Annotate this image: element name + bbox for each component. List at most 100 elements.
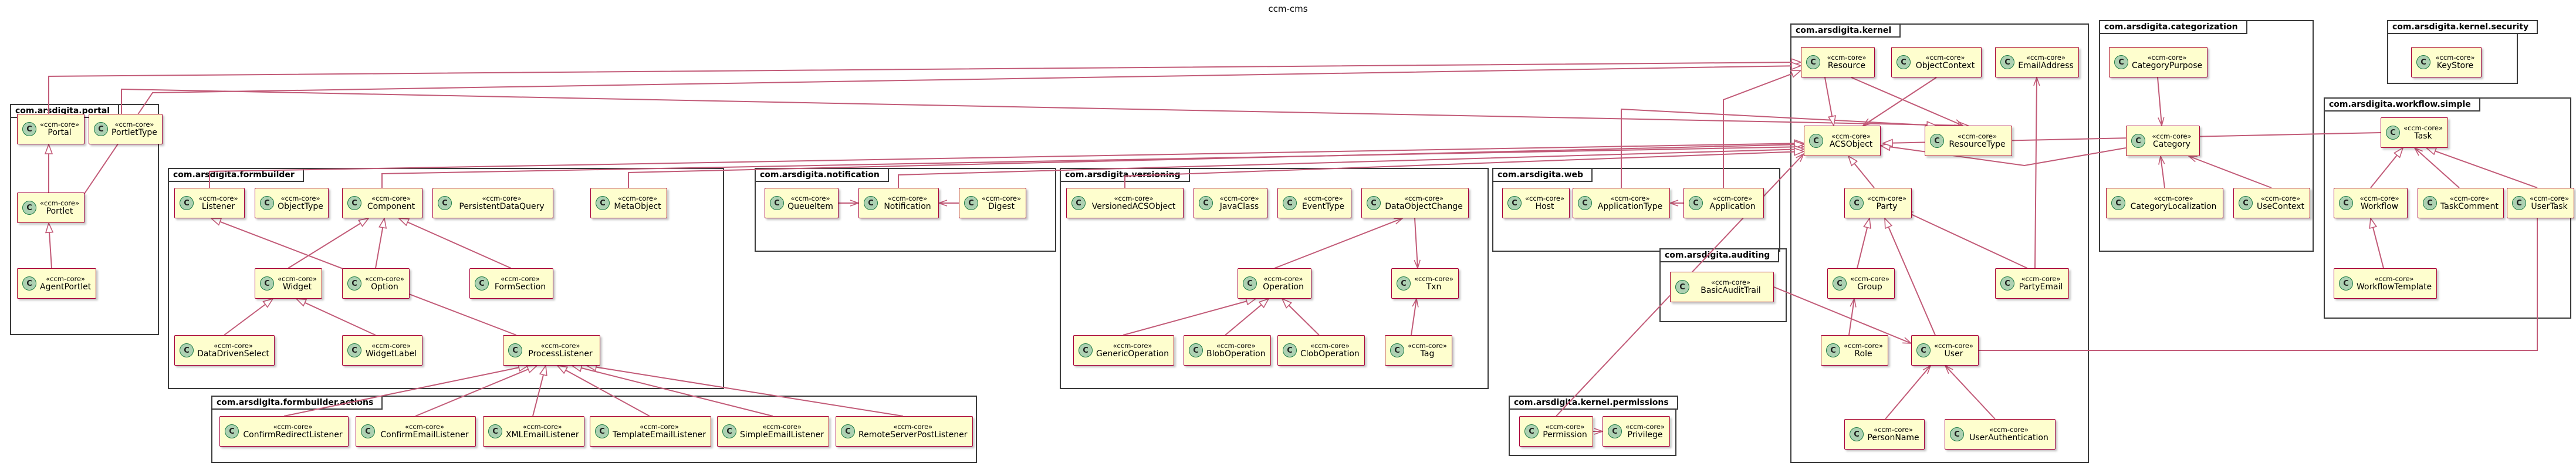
- class-BlobOperation: C«ccm-core»BlobOperation: [1184, 335, 1271, 366]
- class-text: «ccm-core»EventType: [1301, 194, 1345, 212]
- class-stereotype: «ccm-core»: [540, 341, 580, 350]
- class-WidgetLabel: C«ccm-core»WidgetLabel: [342, 335, 422, 366]
- class-stereotype: «ccm-core»: [278, 274, 317, 283]
- package-com.arsdigita.kernel: com.arsdigita.kernel: [1790, 23, 2089, 463]
- class-name: Notification: [884, 201, 931, 211]
- class-name: Widget: [282, 282, 312, 292]
- class-text: «ccm-core»Workflow: [2359, 194, 2399, 212]
- class-text: «ccm-core»RemoteServerPostListener: [858, 423, 968, 440]
- class-circle-icon: C: [770, 196, 784, 210]
- class-text: «ccm-core»Widget: [278, 275, 317, 292]
- class-name: UserAuthentication: [1969, 433, 2048, 443]
- class-Host: C«ccm-core»Host: [1502, 188, 1570, 218]
- class-circle-icon: C: [1850, 196, 1864, 210]
- package-com.arsdigita.formbuilder.actions: com.arsdigita.formbuilder.actions: [211, 396, 977, 463]
- edge-DataObjectChange-Txn: [1415, 218, 1418, 268]
- class-name: Workflow: [2360, 201, 2399, 211]
- class-ApplicationType: C«ccm-core»ApplicationType: [1573, 188, 1670, 218]
- class-circle-icon: C: [2423, 196, 2437, 210]
- class-text: «ccm-core»Txn: [1414, 275, 1453, 292]
- package-com.arsdigita.workflow.simple: com.arsdigita.workflow.simple: [2324, 97, 2571, 319]
- class-circle-icon: C: [722, 424, 736, 438]
- class-Widget: C «ccm-core»Widget: [255, 268, 322, 299]
- class-stereotype: «ccm-core»: [1113, 341, 1152, 350]
- edge-Workflow-Task: [2370, 148, 2403, 188]
- class-ClobOperation: C«ccm-core»ClobOperation: [1277, 335, 1365, 366]
- class-QueueItem: C«ccm-core»QueueItem: [765, 188, 839, 218]
- class-text: «ccm-core»WorkflowTemplate: [2357, 275, 2432, 292]
- edge-WorkflowTemplate-Workflow: [2371, 218, 2384, 269]
- class-name: Portal: [48, 127, 72, 137]
- class-name: EventType: [1301, 201, 1345, 211]
- class-name: BlobOperation: [1206, 349, 1266, 359]
- class-stereotype: «ccm-core»: [2449, 194, 2489, 202]
- class-stereotype: «ccm-core»: [371, 194, 411, 202]
- class-stereotype: «ccm-core»: [893, 422, 933, 431]
- class-circle-icon: C: [347, 196, 361, 210]
- class-Application: C«ccm-core»Application: [1683, 188, 1764, 218]
- class-text: «ccm-core»QueueItem: [787, 194, 833, 212]
- class-text: «ccm-core»Host: [1525, 194, 1564, 212]
- class-circle-icon: C: [1283, 343, 1297, 357]
- class-circle-icon: C: [94, 122, 108, 136]
- class-circle-icon: C: [864, 196, 878, 210]
- class-circle-icon: C: [225, 424, 239, 438]
- class-circle-icon: C: [1243, 276, 1257, 291]
- class-name: QueueItem: [787, 201, 833, 211]
- edge-DataDrivenSelect-Widget: [224, 299, 273, 336]
- class-stereotype: «ccm-core»: [501, 274, 540, 283]
- class-stereotype: «ccm-core»: [1219, 194, 1259, 202]
- class-stereotype: «ccm-core»: [618, 194, 657, 202]
- class-stereotype: «ccm-core»: [2403, 123, 2443, 132]
- class-text: «ccm-core»VersionedACSObject: [1092, 194, 1176, 212]
- edge-Group-Party: [1857, 218, 1870, 269]
- package-com.arsdigita.notification: com.arsdigita.notification: [755, 168, 1056, 252]
- class-name: WidgetLabel: [365, 349, 417, 359]
- class-stereotype: «ccm-core»: [2026, 53, 2065, 62]
- class-stereotype: «ccm-core»: [1867, 194, 1906, 202]
- class-text: «ccm-core»UserAuthentication: [1969, 426, 2048, 443]
- class-Digest: C«ccm-core»Digest: [959, 188, 1026, 218]
- class-AgentPortlet: C«ccm-core»AgentPortlet: [17, 268, 97, 299]
- class-stereotype: «ccm-core»: [1934, 341, 1973, 350]
- class-text: «ccm-core»PartyEmail: [2019, 275, 2063, 292]
- class-SimpleEmailListener: C«ccm-core»SimpleEmailListener: [717, 416, 829, 447]
- class-text: «ccm-core»ConfirmRedirectListener: [243, 423, 342, 440]
- edge-MetaObject-ACSObject: [628, 144, 1804, 188]
- class-name: Option: [371, 282, 398, 292]
- class-stereotype: «ccm-core»: [2261, 194, 2300, 202]
- class-GenericOperation: C«ccm-core»GenericOperation: [1073, 335, 1174, 366]
- class-text: «ccm-core»DataDrivenSelect: [197, 342, 269, 359]
- class-stereotype: «ccm-core»: [2359, 194, 2399, 202]
- class-circle-icon: C: [1916, 343, 1931, 357]
- class-stereotype: «ccm-core»: [1625, 422, 1665, 431]
- class-text: «ccm-core»AgentPortlet: [40, 275, 91, 292]
- class-circle-icon: C: [1809, 134, 1823, 148]
- class-stereotype: «ccm-core»: [46, 274, 86, 283]
- package-com.arsdigita.kernel.permissions: com.arsdigita.kernel.permissions: [1509, 396, 1678, 456]
- class-name: JavaClass: [1219, 201, 1259, 211]
- class-UserAuthentication: C«ccm-core»UserAuthentication: [1945, 419, 2056, 450]
- class-circle-icon: C: [347, 343, 361, 357]
- package-tab: com.arsdigita.kernel: [1790, 23, 1901, 38]
- class-text: «ccm-core»TaskComment: [2440, 194, 2499, 212]
- class-name: Task: [2414, 131, 2432, 141]
- class-circle-icon: C: [1390, 343, 1404, 357]
- class-circle-icon: C: [2512, 196, 2526, 210]
- class-stereotype: «ccm-core»: [365, 274, 404, 283]
- class-Listener: C«ccm-core»Listener: [174, 188, 245, 218]
- class-name: UseContext: [2257, 201, 2304, 211]
- edge-ObjectContext-ACSObject: [1863, 77, 1937, 126]
- class-circle-icon: C: [2386, 126, 2400, 140]
- edge-UserAuthentication-User: [1945, 366, 1996, 420]
- class-circle-icon: C: [260, 276, 274, 291]
- edge-Operation-DataObjectChange: [1274, 218, 1402, 269]
- class-Txn: C«ccm-core»Txn: [1391, 268, 1459, 299]
- class-circle-icon: C: [1689, 196, 1703, 210]
- class-circle-icon: C: [22, 122, 36, 136]
- class-name: GenericOperation: [1096, 349, 1169, 359]
- class-PersonName: C«ccm-core»PersonName: [1844, 419, 1925, 450]
- class-text: «ccm-core»Notification: [884, 194, 931, 212]
- class-stereotype: «ccm-core»: [762, 422, 802, 431]
